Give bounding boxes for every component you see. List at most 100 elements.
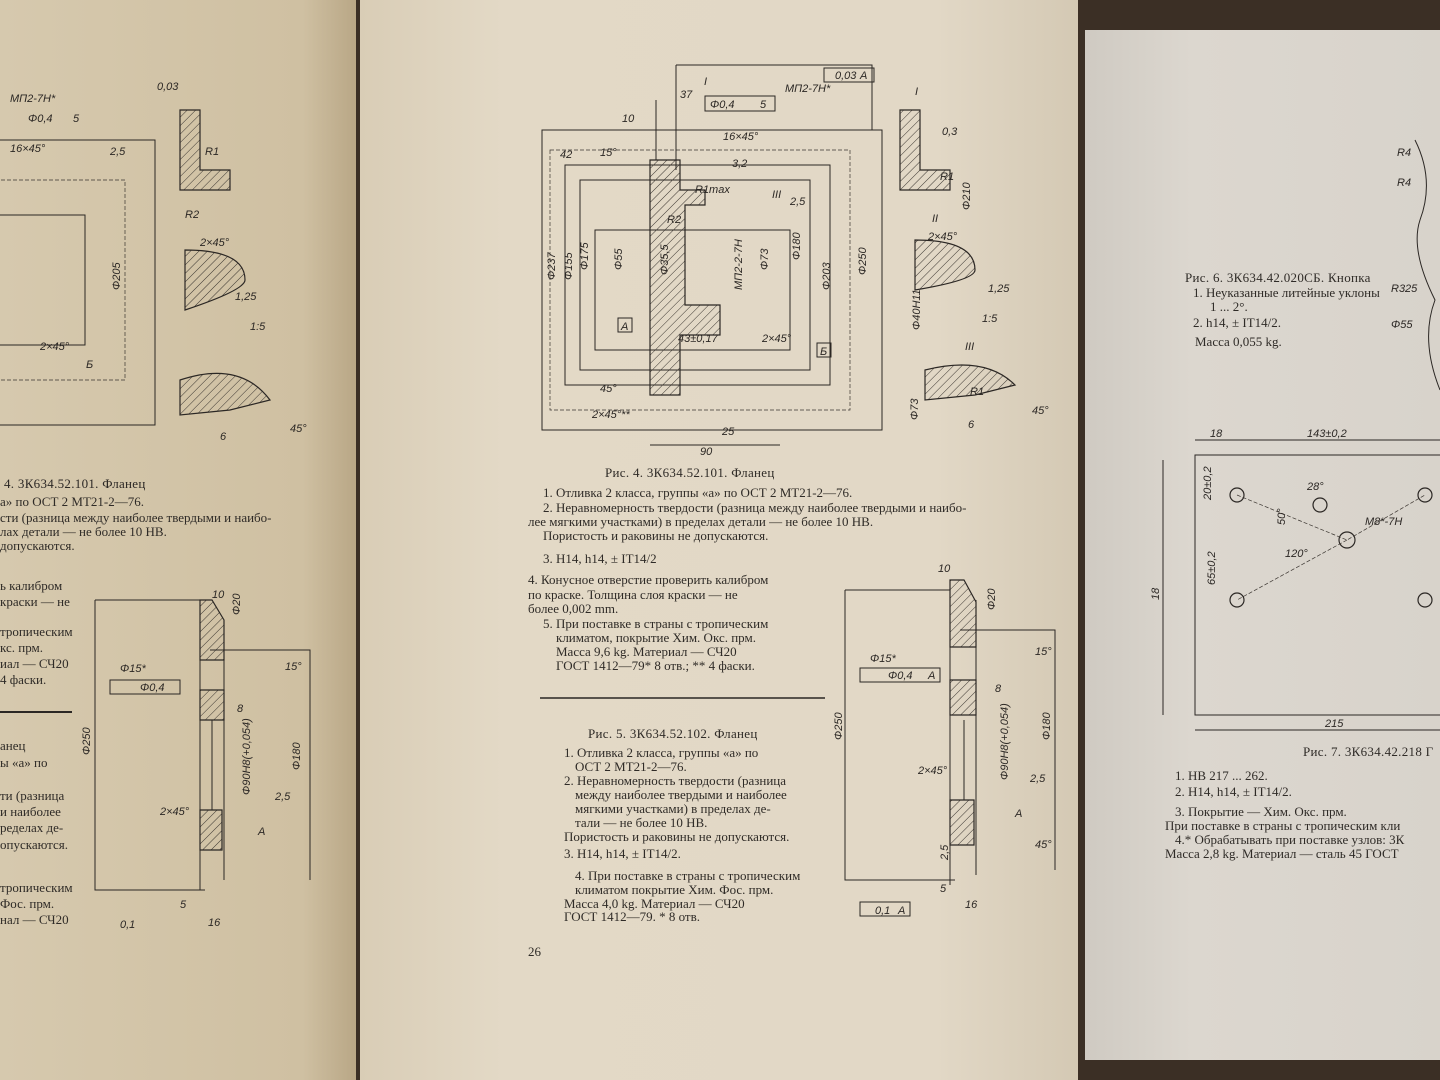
fig5-note: 1. Отливка 2 класса, группы «а» по <box>564 745 759 760</box>
fig6-note: Масса 0,055 kg. <box>1195 334 1282 349</box>
right-page: R4 R4 R325 Φ55 18 143±0,2 20±0,2 28° 50°… <box>1085 30 1440 1060</box>
fig4-note: лее мягкими участками) в пределах детали… <box>528 514 874 529</box>
svg-text:R1: R1 <box>205 146 219 158</box>
fig5-partial-drawing: Φ15* Φ0,4 Φ20 15° 8 Φ90Н8(+0,054) Φ180 Φ… <box>0 589 311 931</box>
svg-text:0,03: 0,03 <box>157 81 179 93</box>
left-note: и наиболее <box>0 804 61 819</box>
svg-text:45°: 45° <box>1032 405 1049 417</box>
svg-text:65±0,2: 65±0,2 <box>1206 551 1218 585</box>
svg-text:0,1: 0,1 <box>120 919 135 931</box>
svg-text:Φ203: Φ203 <box>821 262 833 290</box>
left-note: анец <box>0 738 26 753</box>
fig6-caption: Рис. 6. 3К634.42.020СБ. Кнопка <box>1185 270 1371 285</box>
svg-text:I: I <box>915 86 918 98</box>
fig5-note: 3. Н14, h14, ± IT14/2. <box>564 846 681 861</box>
svg-text:50°: 50° <box>1276 508 1288 525</box>
svg-text:Φ35,5: Φ35,5 <box>659 244 671 275</box>
left-note: ределах де- <box>0 820 64 835</box>
right-page-drawings: R4 R4 R325 Φ55 18 143±0,2 20±0,2 28° 50°… <box>1150 139 1440 731</box>
fig4-note: ГОСТ 1412—79* 8 отв.; ** 4 фаски. <box>556 658 755 673</box>
center-page: МП2-7Н* Φ0,4 5 0,03 А I 37 10 16×45° 42 … <box>360 0 1078 1080</box>
fig4-note: климатом, покрытие Хим. Окс. прм. <box>556 630 756 645</box>
svg-text:5: 5 <box>760 99 767 111</box>
svg-text:28°: 28° <box>1306 481 1324 493</box>
svg-text:16×45°: 16×45° <box>10 143 46 155</box>
fig5-drawing: 10 Φ20 Φ15* Φ0,4 А 15° 8 Φ90Н8(+0,054) Φ… <box>833 563 1056 917</box>
fig4-note: Масса 9,6 kg. Материал — СЧ20 <box>556 644 737 659</box>
svg-text:10: 10 <box>622 113 635 125</box>
svg-text:А: А <box>257 826 265 838</box>
fig4-note: 1. Отливка 2 класса, группы «а» по ОСТ 2… <box>543 485 853 500</box>
svg-text:2,5: 2,5 <box>274 791 291 803</box>
fig6-note: 1 ... 2°. <box>1210 299 1248 314</box>
svg-text:2,5: 2,5 <box>789 196 806 208</box>
left-page-drawings: МП2-7Н* Φ0,4 5 0,03 16×45° 2,5 R1 R2 2×4… <box>0 81 311 931</box>
svg-text:I: I <box>704 76 707 88</box>
left-note: тропическим <box>0 880 73 895</box>
svg-text:R325: R325 <box>1391 283 1418 295</box>
svg-text:Φ55: Φ55 <box>613 248 625 270</box>
svg-text:R1max: R1max <box>695 184 730 196</box>
svg-text:Φ90Н8(+0,054): Φ90Н8(+0,054) <box>241 718 253 795</box>
svg-text:43±0,17: 43±0,17 <box>678 333 719 345</box>
dim-phi205: Φ205 <box>111 262 123 290</box>
svg-text:R1: R1 <box>970 386 984 398</box>
fig4-note: 4. Конусное отверстие проверить калибром <box>528 572 769 587</box>
svg-text:1,25: 1,25 <box>988 283 1010 295</box>
svg-text:Φ180: Φ180 <box>1041 712 1053 740</box>
svg-text:МП2-7Н*: МП2-7Н* <box>10 93 56 105</box>
svg-text:Б: Б <box>86 359 93 371</box>
svg-text:II: II <box>932 213 938 225</box>
svg-text:R4: R4 <box>1397 177 1411 189</box>
svg-text:Φ40Н11: Φ40Н11 <box>911 289 923 330</box>
svg-text:45°: 45° <box>1035 839 1052 851</box>
fig5-note: 2. Неравномерность твердости (разница <box>564 773 786 788</box>
fig6-note: 1. Неуказанные литейные уклоны <box>1193 285 1380 300</box>
fig7-note: 2. Н14, h14, ± IT14/2. <box>1175 784 1292 799</box>
svg-text:Φ250: Φ250 <box>833 712 845 740</box>
svg-text:6: 6 <box>220 431 227 443</box>
fig7-note: Масса 2,8 kg. Материал — сталь 45 ГОСТ <box>1165 846 1399 861</box>
svg-text:III: III <box>772 189 781 201</box>
left-note: нал — СЧ20 <box>0 912 69 927</box>
fig5-note: ОСТ 2 МТ21-2—76. <box>575 759 687 774</box>
svg-text:А: А <box>897 905 905 917</box>
fig4-note: по краске. Толщина слоя краски — не <box>528 587 738 602</box>
left-fig4-caption: 4. 3К634.52.101. Фланец <box>4 476 146 491</box>
svg-text:0,1: 0,1 <box>875 905 890 917</box>
svg-text:M8*-7H: M8*-7H <box>1365 516 1402 528</box>
svg-text:Φ0,4: Φ0,4 <box>888 670 913 682</box>
fig5-note: мягкими участками) в пределах де- <box>575 801 771 816</box>
svg-text:R4: R4 <box>1397 147 1411 159</box>
svg-text:5: 5 <box>180 899 187 911</box>
fig4-note: 5. При поставке в страны с тропическим <box>543 616 769 631</box>
svg-text:45°: 45° <box>290 423 307 435</box>
fig7-note: 1. НВ 217 ... 262. <box>1175 768 1268 783</box>
svg-text:6: 6 <box>968 419 975 431</box>
svg-text:1,25: 1,25 <box>235 291 257 303</box>
fig4-note: Пористость и раковины не допускаются. <box>543 528 769 543</box>
fig5-note: между наиболее твердыми и наиболее <box>575 787 787 802</box>
left-note: допускаются. <box>0 538 75 553</box>
left-note: опускаются. <box>0 837 68 852</box>
svg-text:Φ73: Φ73 <box>909 398 921 420</box>
svg-text:90: 90 <box>700 446 713 458</box>
svg-text:215: 215 <box>1324 718 1344 730</box>
svg-text:Φ90Н8(+0,054): Φ90Н8(+0,054) <box>999 703 1011 780</box>
svg-text:А: А <box>927 670 935 682</box>
center-page-drawings: МП2-7Н* Φ0,4 5 0,03 А I 37 10 16×45° 42 … <box>540 64 1056 917</box>
svg-text:20±0,2: 20±0,2 <box>1202 466 1214 501</box>
svg-text:1:5: 1:5 <box>250 321 266 333</box>
svg-text:Φ15*: Φ15* <box>870 653 896 665</box>
svg-text:5: 5 <box>73 113 80 125</box>
left-note: иал — СЧ20 <box>0 656 69 671</box>
fig4-note: 3. Н14, h14, ± IT14/2 <box>543 551 657 566</box>
svg-text:8: 8 <box>995 683 1002 695</box>
svg-text:2,5: 2,5 <box>1029 773 1046 785</box>
svg-text:2×45°: 2×45° <box>159 806 190 818</box>
svg-text:120°: 120° <box>1285 548 1308 560</box>
svg-text:2,5: 2,5 <box>939 844 951 861</box>
svg-text:Φ0,4: Φ0,4 <box>28 113 53 125</box>
page-number: 26 <box>528 944 541 959</box>
svg-text:37: 37 <box>680 89 693 101</box>
